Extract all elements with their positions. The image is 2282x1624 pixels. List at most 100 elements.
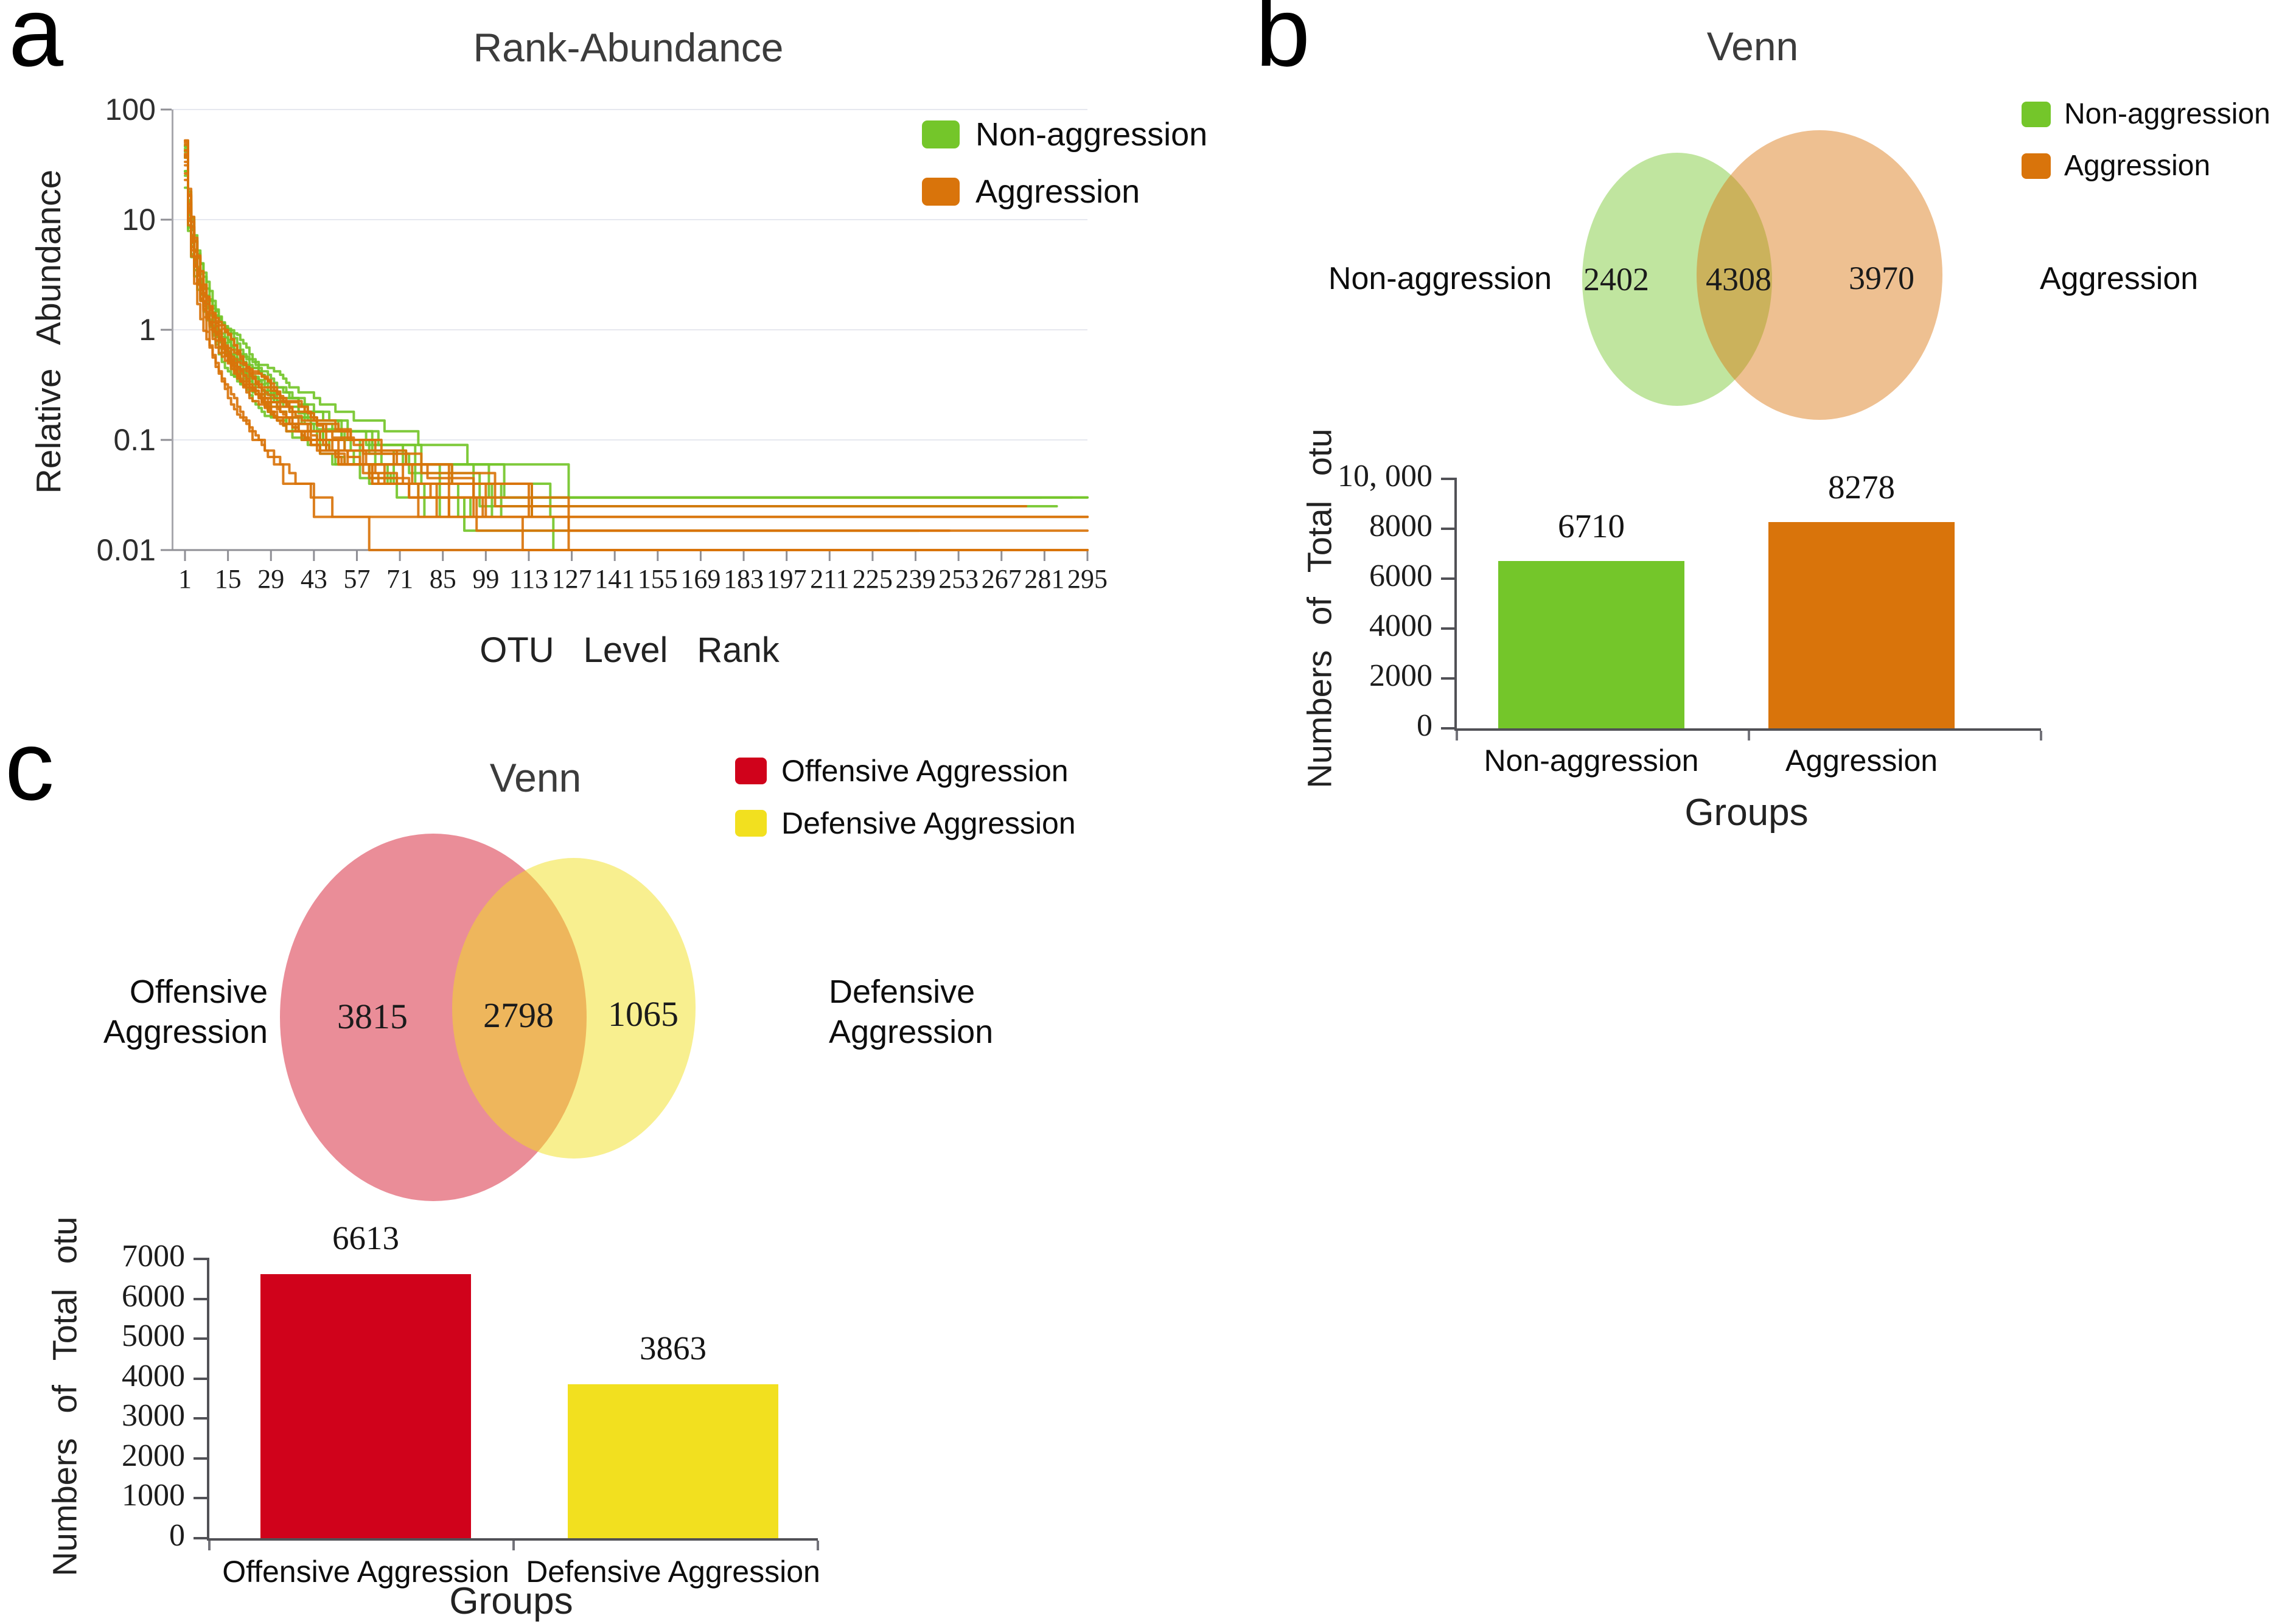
rank-abundance-title: Rank-Abundance — [473, 25, 784, 70]
x-axis-tick-mark — [1748, 731, 1750, 741]
venn-b-right-only-value: 3970 — [1849, 260, 1914, 296]
x-tick-label: 295 — [1067, 564, 1108, 594]
abundance-curve-aggression — [184, 149, 1028, 507]
y-tick-mark — [1441, 677, 1457, 680]
abundance-curve-aggression — [184, 155, 1089, 532]
venn-c-left-set-label-line1: Offensive — [129, 974, 268, 1010]
x-tick-label: 197 — [767, 564, 807, 594]
venn-c-left-set-label-line2: Aggression — [103, 1013, 268, 1050]
bar-category-label: Defensive Aggression — [526, 1555, 820, 1589]
y-tick-mark — [194, 1537, 209, 1539]
x-tick-label: 113 — [509, 564, 548, 594]
x-tick-label: 169 — [680, 564, 721, 594]
x-tick-label: 281 — [1024, 564, 1064, 594]
y-tick-mark — [194, 1497, 209, 1500]
venn-c-diagram: 3815 2798 1065 — [280, 834, 696, 1201]
abundance-curve-aggression — [184, 156, 859, 518]
venn-c-overlap-value: 2798 — [483, 995, 554, 1035]
y-tick-label: 0 — [169, 1518, 185, 1553]
bar-value-label: 3863 — [640, 1330, 707, 1367]
y-tick-label: 2000 — [122, 1438, 185, 1473]
x-tick-label: 127 — [552, 564, 592, 594]
rank-abundance-y-axis-label: Relative Abundance — [29, 169, 68, 494]
y-tick-label: 1 — [139, 313, 156, 347]
x-tick-label: 155 — [638, 564, 678, 594]
x-tick-label: 43 — [301, 564, 327, 594]
y-tick-label: 7000 — [122, 1239, 185, 1274]
abundance-curve-aggression — [184, 164, 1089, 518]
bar-chart-b-y-axis-label: Numbers of Total otu — [1300, 428, 1339, 789]
legend-item-non-aggression: Non-aggression — [2022, 97, 2270, 131]
x-axis-tick-mark — [512, 1541, 515, 1550]
x-tick-label: 141 — [595, 564, 635, 594]
y-tick-mark — [194, 1417, 209, 1420]
bar-defensive-aggression — [568, 1384, 778, 1538]
non-aggression-swatch-icon — [2022, 101, 2051, 127]
y-tick-mark — [194, 1297, 209, 1300]
defensive-aggression-swatch-icon — [735, 810, 767, 837]
venn-c-left-only-value: 3815 — [337, 997, 408, 1036]
bar-category-label: Non-aggression — [1484, 744, 1699, 778]
venn-b-title: Venn — [1706, 24, 1799, 69]
x-axis-tick-mark — [2040, 731, 2042, 741]
abundance-curve-non-aggression — [184, 170, 1089, 518]
venn-b-overlap-value: 4308 — [1706, 261, 1771, 298]
abundance-curve-non-aggression — [184, 186, 982, 518]
bar-value-label: 8278 — [1828, 469, 1895, 506]
bar-category-label: Aggression — [1785, 744, 1938, 778]
y-tick-label: 0 — [1417, 708, 1432, 743]
y-tick-mark — [1441, 627, 1457, 630]
x-tick-label: 57 — [343, 564, 370, 594]
x-tick-label: 99 — [472, 564, 499, 594]
venn-c-right-set-label-line2: Aggression — [829, 1013, 994, 1050]
y-tick-mark — [194, 1377, 209, 1380]
y-tick-label: 100 — [105, 92, 156, 127]
y-tick-label: 4000 — [122, 1358, 185, 1393]
x-tick-label: 267 — [982, 564, 1022, 594]
abundance-curve-aggression — [184, 152, 1073, 551]
venn-c-left-set-label: Offensive Aggression — [67, 972, 268, 1053]
abundance-curve-non-aggression — [184, 156, 951, 518]
aggression-swatch-icon — [922, 178, 960, 206]
y-tick-mark — [194, 1337, 209, 1340]
abundance-curve-aggression — [184, 153, 1089, 551]
bar-aggression — [1768, 522, 1955, 728]
x-tick-label: 225 — [853, 564, 893, 594]
venn-b-legend: Non-aggression Aggression — [2022, 97, 2270, 183]
venn-c-title: Venn — [489, 755, 582, 800]
aggression-swatch-icon — [2022, 153, 2051, 179]
legend-item-defensive-aggression: Defensive Aggression — [735, 806, 1076, 841]
y-tick-label: 5000 — [122, 1319, 185, 1354]
legend-item-aggression: Aggression — [2022, 149, 2270, 183]
bar-non-aggression — [1498, 561, 1684, 728]
y-tick-label: 4000 — [1369, 608, 1432, 643]
x-tick-label: 15 — [215, 564, 242, 594]
abundance-curve-aggression — [184, 141, 828, 518]
x-axis-tick-mark — [208, 1541, 211, 1550]
bar-value-label: 6613 — [332, 1219, 399, 1256]
x-tick-label: 253 — [938, 564, 979, 594]
y-tick-label: 1000 — [122, 1478, 185, 1513]
legend-label: Non-aggression — [975, 116, 1208, 153]
venn-b-left-set-label: Non-aggression — [1328, 261, 1552, 296]
y-tick-label: 2000 — [1369, 658, 1432, 693]
non-aggression-swatch-icon — [922, 120, 960, 148]
x-tick-label: 211 — [810, 564, 849, 594]
venn-b-right-set-label: Aggression — [2040, 261, 2199, 296]
abundance-curve-aggression — [184, 172, 951, 532]
y-tick-label: 10 — [122, 203, 156, 237]
x-tick-label: 239 — [896, 564, 936, 594]
panel-b-letter: b — [1255, 0, 1311, 87]
venn-c-legend: Offensive Aggression Defensive Aggressio… — [735, 753, 1076, 841]
legend-label: Aggression — [2064, 150, 2211, 182]
x-tick-label: 183 — [724, 564, 764, 594]
y-tick-mark — [194, 1457, 209, 1460]
y-tick-label: 0.01 — [97, 533, 156, 567]
y-tick-mark — [194, 1258, 209, 1260]
legend-label: Offensive Aggression — [781, 754, 1069, 788]
legend-item-non-aggression: Non-aggression — [922, 116, 1207, 153]
y-tick-label: 6000 — [122, 1278, 185, 1314]
x-axis-tick-mark — [817, 1541, 819, 1550]
